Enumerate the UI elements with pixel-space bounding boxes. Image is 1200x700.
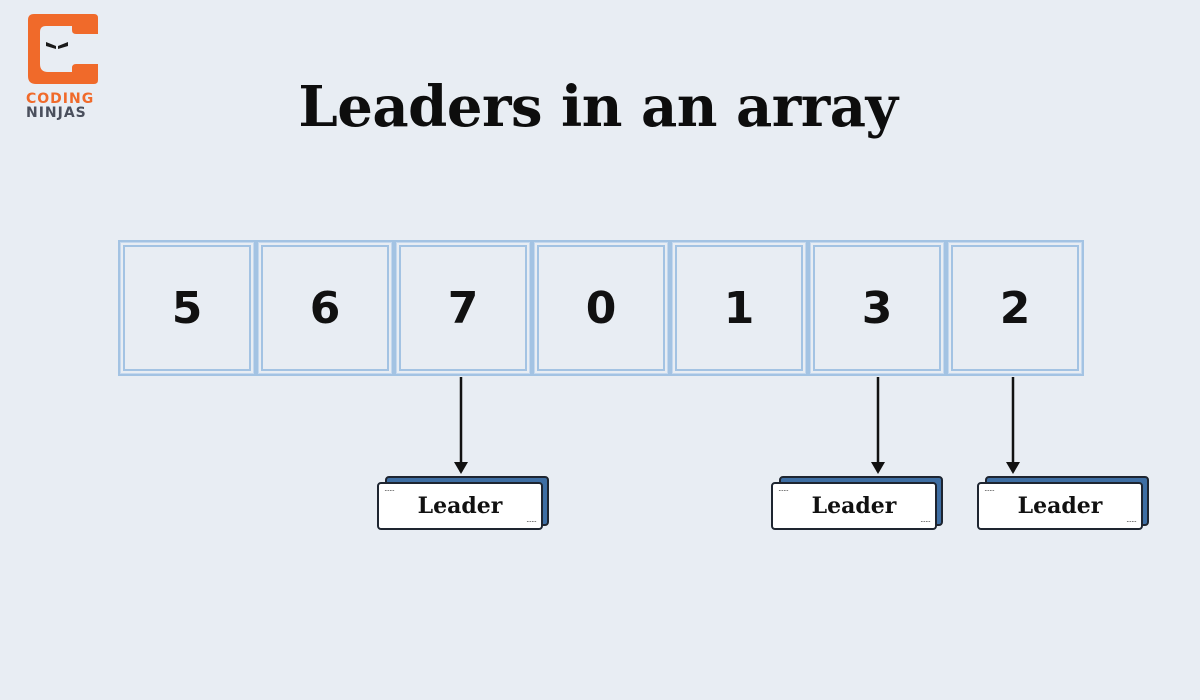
decor-dots: ······ [1126,517,1137,526]
array-cell-value: 2 [999,282,1031,334]
decor-dots: ······ [778,486,789,495]
array-cell-value: 1 [723,282,755,334]
leader-label: Leader [1017,493,1103,519]
ninja-logo-icon [28,14,98,84]
array-cell-value: 0 [585,282,617,334]
arrow [454,377,468,474]
tag-body: ······ Leader ······ [377,482,543,530]
tag-body: ······ Leader ······ [771,482,937,530]
array-cell: 3 [808,240,946,376]
leader-tag: ······ Leader ······ [977,476,1149,532]
array-cell: 6 [256,240,394,376]
tag-body: ······ Leader ······ [977,482,1143,530]
leader-tag: ······ Leader ······ [771,476,943,532]
array-cell-value: 6 [309,282,341,334]
decor-dots: ······ [384,486,395,495]
logo-wordmark-top: CODING [26,91,95,107]
array-cell: 0 [532,240,670,376]
array-cell: 2 [946,240,1084,376]
array-cell-value: 3 [861,282,893,334]
decor-dots: ······ [984,486,995,495]
logo-wordmark-bottom: NINJAS [26,105,87,121]
arrow [1006,377,1020,474]
leader-tag: ······ Leader ······ [377,476,549,532]
array-row: 5 6 7 0 1 3 2 [118,240,1084,376]
decor-dots: ······ [526,517,537,526]
array-cell-value: 7 [447,282,479,334]
array-cell: 1 [670,240,808,376]
array-cell: 5 [118,240,256,376]
array-cell-value: 5 [171,282,203,334]
leader-label: Leader [811,493,897,519]
coding-ninjas-logo: CODING NINJAS [18,12,102,128]
leader-label: Leader [417,493,503,519]
arrow [871,377,885,474]
page-title: Leaders in an array [298,74,898,140]
array-cell: 7 [394,240,532,376]
decor-dots: ······ [920,517,931,526]
